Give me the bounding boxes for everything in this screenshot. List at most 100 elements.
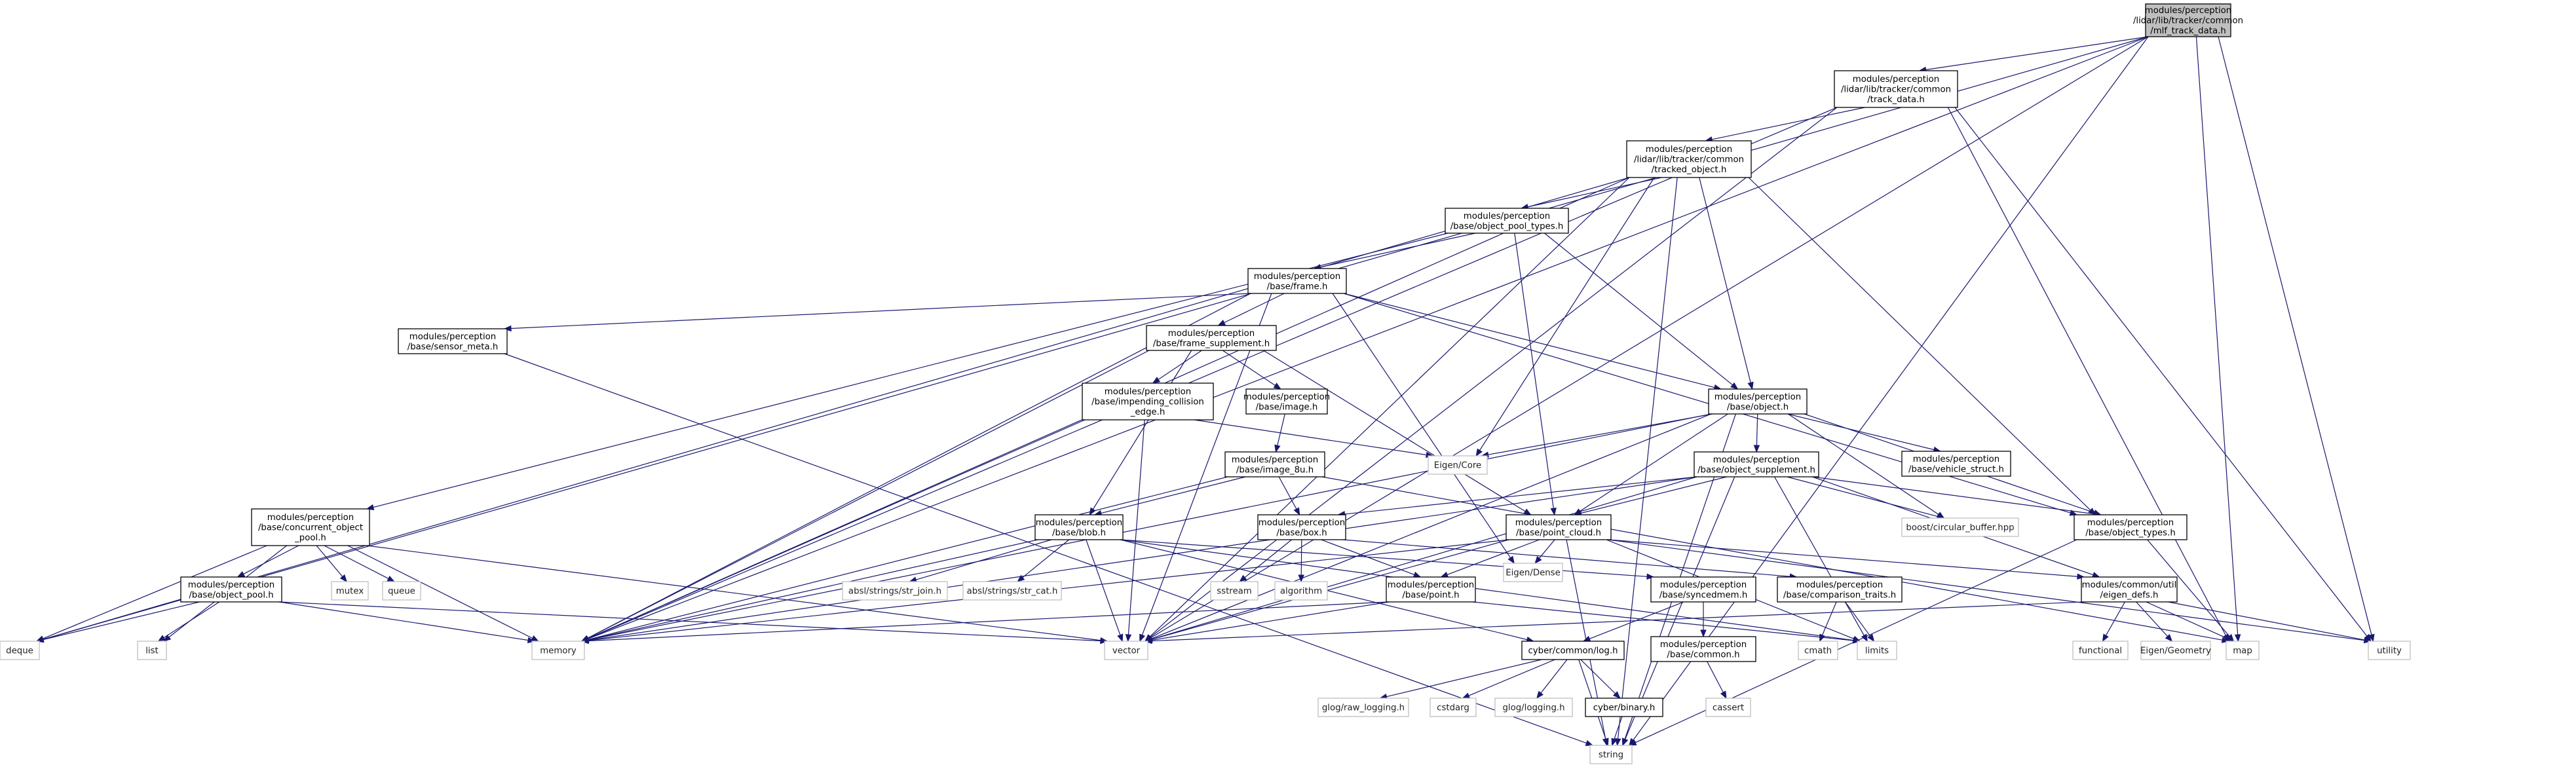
edge-track_data-to-vector — [1150, 107, 1838, 638]
node-string[interactable]: string — [1589, 745, 1633, 764]
arrowhead-frame_supplement-to-impending — [1152, 377, 1161, 384]
node-object-pool-types[interactable]: modules/perception/base/object_pool_type… — [1445, 208, 1569, 234]
node-tracked-object[interactable]: modules/perception/lidar/lib/tracker/com… — [1626, 140, 1752, 178]
node-limits[interactable]: limits — [1857, 641, 1897, 660]
edge-object_pool-to-memory — [278, 601, 529, 641]
node-box — [2072, 641, 2129, 660]
node-label-line: cstdarg — [1437, 703, 1469, 713]
node-str-join[interactable]: absl/strings/str_join.h — [842, 581, 948, 601]
node-sstream[interactable]: sstream — [1210, 581, 1259, 601]
arrowhead-object_supplement-to-string — [1622, 737, 1629, 747]
edge-object_types-to-map — [2147, 539, 2230, 637]
node-object-pool[interactable]: modules/perception/base/object_pool.h — [180, 576, 282, 603]
edge-cyber_binary-to-string — [1614, 716, 1623, 739]
node-mutex[interactable]: mutex — [331, 581, 369, 601]
node-syncedmem[interactable]: modules/perception/base/syncedmem.h — [1650, 576, 1756, 603]
node-track-data[interactable]: modules/perception/lidar/lib/tracker/com… — [1834, 70, 1958, 108]
node-blob[interactable]: modules/perception/base/blob.h — [1034, 514, 1124, 540]
edge-cyber_log-to-cstdarg — [1468, 659, 1555, 696]
edge-object-to-eigen_core — [1488, 413, 1713, 455]
node-algorithm[interactable]: algorithm — [1274, 581, 1328, 601]
node-label-line: modules/perception — [1254, 272, 1340, 282]
node-frame[interactable]: modules/perception/base/frame.h — [1247, 268, 1347, 294]
node-impending[interactable]: modules/perception/base/impending_collis… — [1082, 382, 1214, 420]
node-object-supplement[interactable]: modules/perception/base/object_supplemen… — [1694, 451, 1819, 477]
node-glog-raw[interactable]: glog/raw_logging.h — [1317, 698, 1409, 717]
node-eigen-core[interactable]: Eigen/Core — [1428, 455, 1488, 475]
edge-point_cloud-to-point — [1447, 539, 1540, 576]
edge-box-to-sstream — [1244, 539, 1292, 578]
node-label-line: modules/perception — [1515, 518, 1602, 528]
edge-object_pool_types-to-frame — [1320, 233, 1476, 268]
node-boost-cb[interactable]: boost/circular_buffer.hpp — [1901, 517, 2019, 537]
node-map[interactable]: map — [2226, 641, 2260, 660]
node-box — [0, 641, 40, 660]
node-str-cat[interactable]: absl/strings/str_cat.h — [962, 581, 1062, 601]
node-label-line: modules/perception — [1714, 392, 1801, 402]
edge-root-to-utility — [2218, 36, 2372, 635]
node-frame-supplement[interactable]: modules/perception/base/frame_supplement… — [1146, 325, 1277, 351]
node-vector[interactable]: vector — [1104, 641, 1148, 660]
edge-frame-to-memory — [587, 293, 1251, 639]
node-label-line: /base/object_types.h — [2085, 528, 2176, 538]
node-box[interactable]: modules/perception/base/box.h — [1257, 514, 1346, 540]
node-label-line: /base/image_8u.h — [1236, 465, 1314, 475]
node-label-line: modules/perception — [1388, 580, 1474, 590]
edge-tracked_object-to-object — [1699, 177, 1751, 383]
node-image[interactable]: modules/perception/base/image.h — [1243, 388, 1330, 415]
node-object-types[interactable]: modules/perception/base/object_types.h — [2074, 514, 2188, 540]
node-label-line: modules/perception — [409, 332, 496, 342]
graph-edges — [35, 36, 2375, 747]
arrowhead-object-to-object_supplement — [1753, 445, 1760, 453]
node-queue[interactable]: queue — [382, 581, 421, 601]
node-eigen-defs[interactable]: modules/common/util/eigen_defs.h — [2081, 576, 2178, 603]
node-label-line: modules/perception — [1243, 392, 1330, 402]
node-box — [1901, 451, 2011, 477]
node-comparison-traits[interactable]: modules/perception/base/comparison_trait… — [1777, 576, 1903, 603]
edge-track_data-to-tracked_object — [1711, 107, 1865, 140]
node-cstdarg[interactable]: cstdarg — [1430, 698, 1477, 717]
arrowhead-box-to-point — [1412, 571, 1422, 578]
node-point-cloud[interactable]: modules/perception/base/point_cloud.h — [1506, 514, 1612, 540]
node-base-common[interactable]: modules/perception/base/common.h — [1650, 636, 1756, 662]
arrowhead-tracked_object-to-object — [1747, 381, 1754, 390]
node-deque[interactable]: deque — [0, 641, 40, 660]
node-glog-logging[interactable]: glog/logging.h — [1494, 698, 1573, 717]
edge-frame-to-object — [1343, 293, 1715, 388]
node-image-8u[interactable]: modules/perception/base/image_8u.h — [1224, 451, 1325, 477]
arrowhead-box-to-algorithm — [1298, 574, 1304, 583]
node-cyber-binary[interactable]: cyber/binary.h — [1585, 698, 1663, 717]
node-label-line: /base/image.h — [1256, 402, 1318, 412]
edge-track_data-to-memory — [587, 107, 1838, 639]
node-concurrent-pool[interactable]: modules/perception/base/concurrent_objec… — [251, 508, 370, 546]
node-sensor-meta[interactable]: modules/perception/base/sensor_meta.h — [398, 328, 508, 354]
arrowhead-tracked_object-to-eigen_core — [1475, 448, 1483, 457]
node-label-line: /eigen_defs.h — [2100, 590, 2159, 600]
node-cassert[interactable]: cassert — [1705, 698, 1751, 717]
node-object[interactable]: modules/perception/base/object.h — [1708, 388, 1808, 415]
node-box — [2140, 641, 2211, 660]
node-utility[interactable]: utility — [2368, 641, 2411, 660]
edge-impending-to-memory — [587, 419, 1086, 639]
node-label-line: vector — [1112, 646, 1141, 656]
node-eigen-dense[interactable]: Eigen/Dense — [1503, 563, 1563, 582]
node-point[interactable]: modules/perception/base/point.h — [1386, 576, 1476, 603]
edge-object-to-boost_cb — [1788, 413, 1939, 515]
node-list[interactable]: list — [137, 641, 167, 660]
edge-base_common-to-cassert — [1707, 661, 1724, 693]
node-box — [1589, 745, 1633, 764]
arrowhead-point_cloud-to-eigen_dense — [1534, 555, 1542, 565]
node-functional[interactable]: functional — [2072, 641, 2129, 660]
node-cmath[interactable]: cmath — [1798, 641, 1838, 660]
node-root[interactable]: modules/perception/lidar/lib/tracker/com… — [2133, 3, 2243, 37]
node-box — [1494, 698, 1573, 717]
arrowhead-blob-to-str_cat — [1017, 574, 1025, 582]
node-memory[interactable]: memory — [531, 641, 585, 660]
node-label-line: modules/perception — [1796, 580, 1883, 590]
arrowhead-comparison_traits-to-cmath — [1819, 633, 1826, 643]
arrowhead-point-to-memory — [580, 637, 589, 644]
node-eigen-geometry[interactable]: Eigen/Geometry — [2140, 641, 2211, 660]
edge-tracked_object-to-deque — [43, 177, 1630, 640]
node-vehicle-struct[interactable]: modules/perception/base/vehicle_struct.h — [1901, 451, 2011, 477]
node-cyber-log[interactable]: cyber/common/log.h — [1521, 641, 1625, 660]
